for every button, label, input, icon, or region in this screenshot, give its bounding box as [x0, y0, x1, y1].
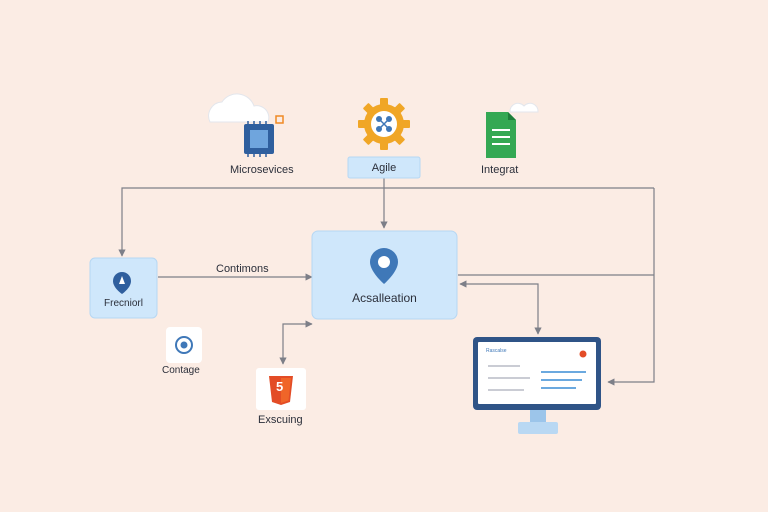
- document-icon: [486, 102, 539, 158]
- edge-bus-to-monitor: [607, 188, 655, 386]
- settings-icon: [175, 336, 193, 354]
- monitor-badge-icon: [579, 350, 587, 358]
- agile-label-box: [347, 156, 421, 179]
- rocket-icon: [113, 272, 131, 294]
- monitor-content-lines: [488, 365, 586, 391]
- frontend-label: Frecniorl: [104, 298, 143, 309]
- edge-center-monitor: [459, 280, 542, 335]
- html5-number: 5: [276, 379, 284, 394]
- microservices-label: Microsevices: [230, 164, 294, 176]
- continuous-edge-label: Contimons: [216, 263, 269, 275]
- acceleration-label: Acsalleation: [352, 291, 417, 305]
- monitor-title: Rascalse: [486, 348, 507, 354]
- html5-icon: [269, 376, 293, 405]
- monitor-display[interactable]: [473, 337, 601, 434]
- edge-center-to-executing: [279, 320, 313, 365]
- integration-label: Integrat: [481, 164, 519, 176]
- connectors: [118, 178, 655, 386]
- executing-label: Exscuing: [258, 414, 303, 426]
- microservices-icon: [208, 93, 284, 157]
- agile-label: Agile: [371, 162, 397, 174]
- location-pin-icon: [370, 248, 398, 284]
- gear-icon: [358, 98, 410, 150]
- edge-bus-to-frontend: [118, 187, 654, 257]
- configure-label: Contage: [162, 365, 200, 376]
